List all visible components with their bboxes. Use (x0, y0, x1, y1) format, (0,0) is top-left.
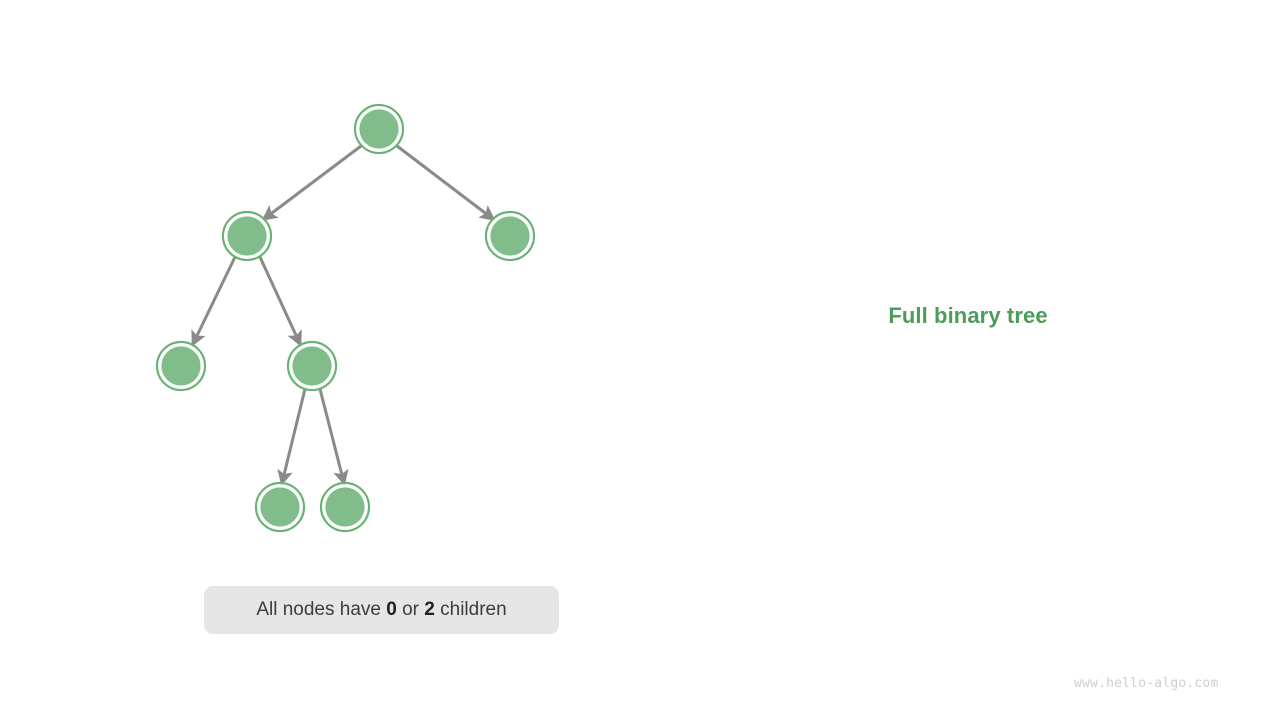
watermark: www.hello-algo.com (1074, 676, 1219, 691)
caption-bold-two: 2 (424, 599, 435, 620)
caption-bold-zero: 0 (386, 599, 397, 620)
edge-inner-to-leafright (318, 388, 349, 486)
caption-pill: All nodes have 0 or 2 children (204, 586, 559, 634)
edge-inner-to-leafleft (277, 388, 307, 486)
tree-node-leaf-right[interactable] (319, 481, 371, 533)
edge-root-to-right (396, 144, 496, 221)
tree-node-left-left[interactable] (155, 340, 207, 392)
tree-node-root[interactable] (353, 103, 405, 155)
tree-node-left[interactable] (221, 210, 273, 262)
caption-middle: or (396, 599, 425, 620)
tree-edges (191, 144, 496, 486)
diagram-title: Full binary tree (888, 303, 1048, 328)
tree-node-right[interactable] (484, 210, 536, 262)
tree-nodes (155, 103, 536, 533)
edge-left-to-leftright (258, 256, 302, 347)
edge-left-to-leftleft (191, 256, 237, 347)
tree-node-left-right[interactable] (286, 340, 338, 392)
tree-node-leaf-left[interactable] (254, 481, 306, 533)
caption-suffix: children (434, 599, 507, 620)
caption-text: All nodes have 0 or 2 children (256, 598, 506, 622)
caption-prefix: All nodes have (256, 599, 387, 620)
edge-root-to-left (261, 144, 362, 221)
